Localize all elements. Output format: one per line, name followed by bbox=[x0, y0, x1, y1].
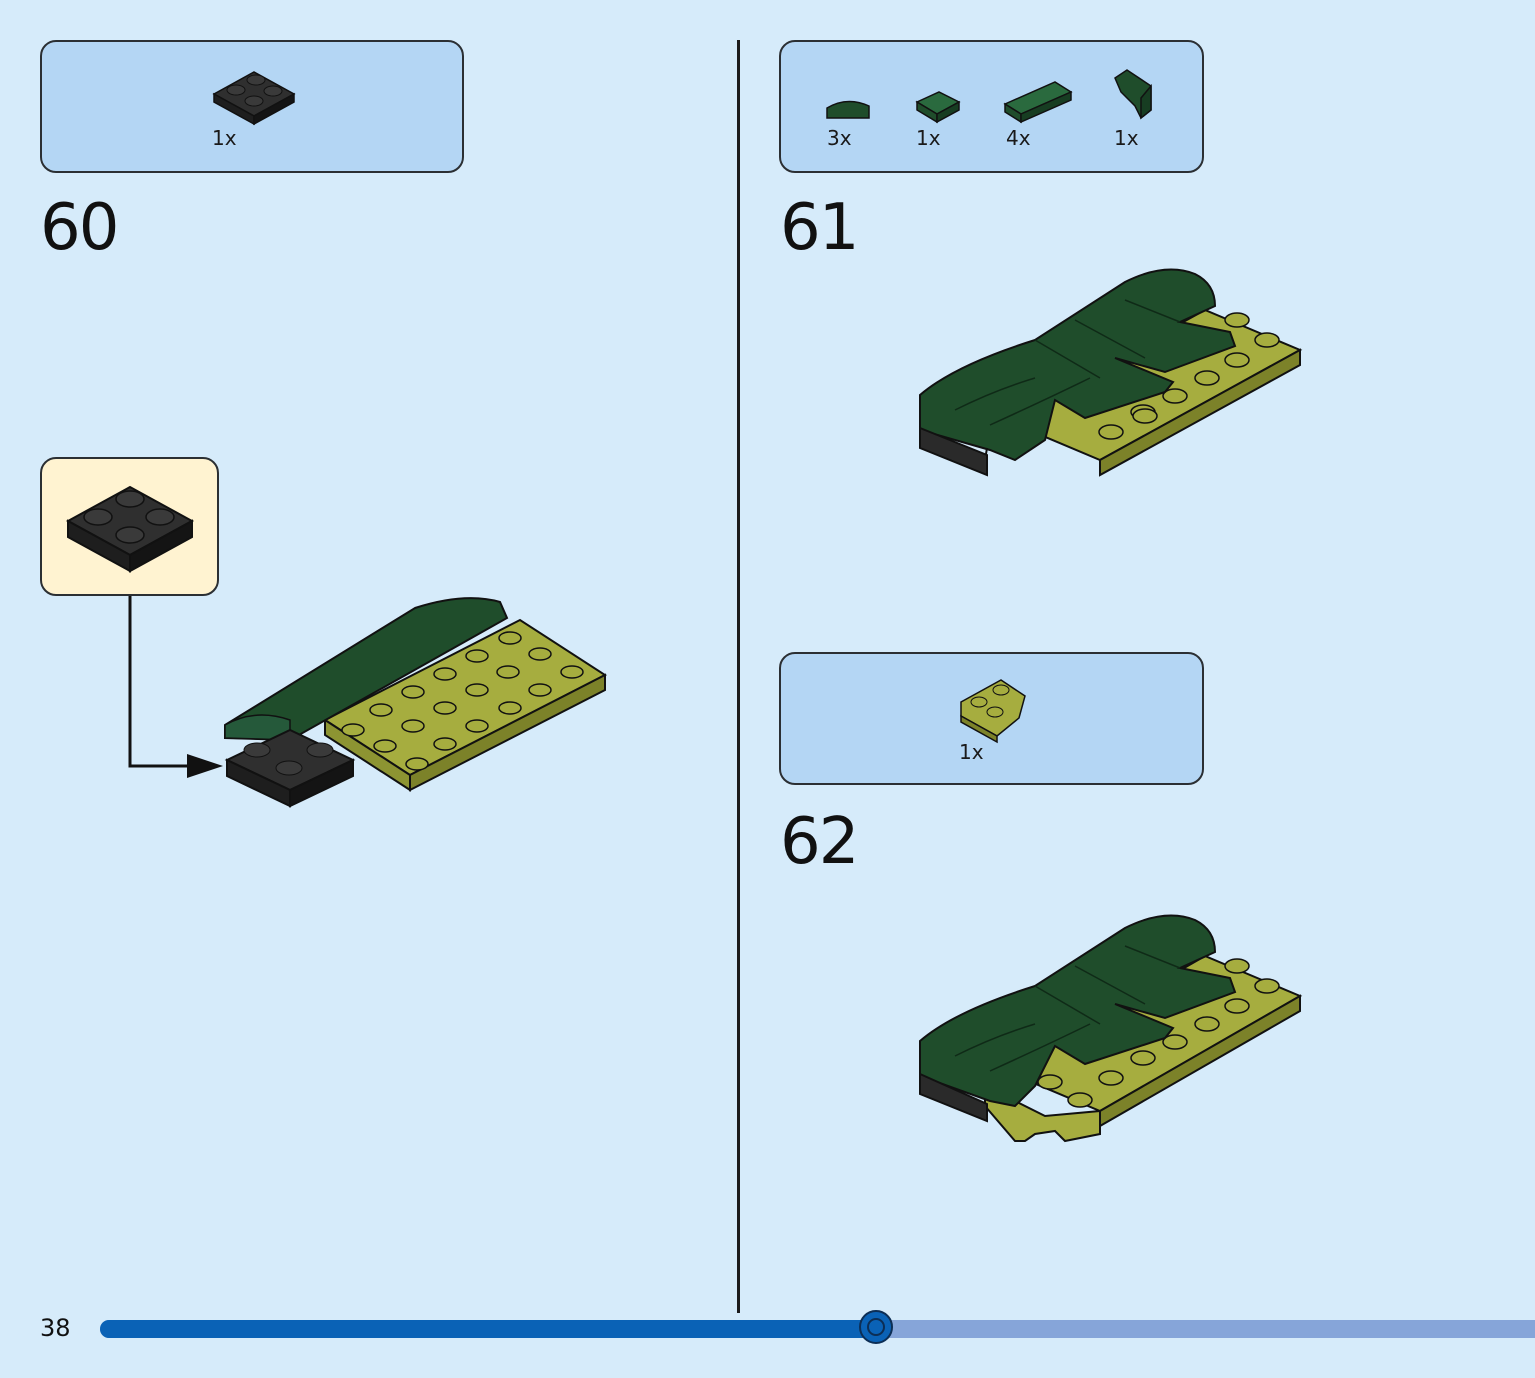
progress-fill bbox=[100, 1320, 880, 1338]
black-2x2-plate-icon bbox=[65, 485, 195, 573]
page-number: 38 bbox=[40, 1314, 71, 1342]
dark-green-1x2-tile-icon bbox=[915, 91, 961, 124]
part-quantity: 3x bbox=[827, 126, 852, 150]
dark-green-wedge-slope-icon bbox=[1114, 69, 1152, 120]
step-60-model bbox=[224, 597, 607, 808]
part-quantity: 1x bbox=[959, 740, 984, 764]
dark-green-curved-tile-icon bbox=[826, 100, 870, 119]
dark-green-1x4-tile-icon bbox=[1003, 81, 1073, 124]
parts-box-step-60: 1x bbox=[40, 40, 464, 173]
arrow-connector bbox=[128, 596, 223, 778]
parts-box-step-61: 3x 1x 4x 1x bbox=[779, 40, 1204, 173]
part-quantity: 4x bbox=[1006, 126, 1031, 150]
step-number-61: 61 bbox=[780, 191, 859, 265]
olive-wedge-plate-icon bbox=[960, 679, 1026, 744]
step-62-model bbox=[919, 914, 1303, 1143]
part-quantity: 1x bbox=[212, 126, 237, 150]
black-2x2-plate-icon bbox=[212, 71, 296, 126]
step-number-62: 62 bbox=[780, 805, 859, 879]
part-quantity: 1x bbox=[1114, 126, 1139, 150]
page-divider bbox=[737, 40, 740, 1313]
parts-box-step-62: 1x bbox=[779, 652, 1204, 785]
progress-knob[interactable] bbox=[859, 1310, 893, 1344]
part-quantity: 1x bbox=[916, 126, 941, 150]
step-number-60: 60 bbox=[40, 191, 119, 265]
step-61-model bbox=[919, 268, 1303, 477]
callout-box bbox=[40, 457, 219, 596]
